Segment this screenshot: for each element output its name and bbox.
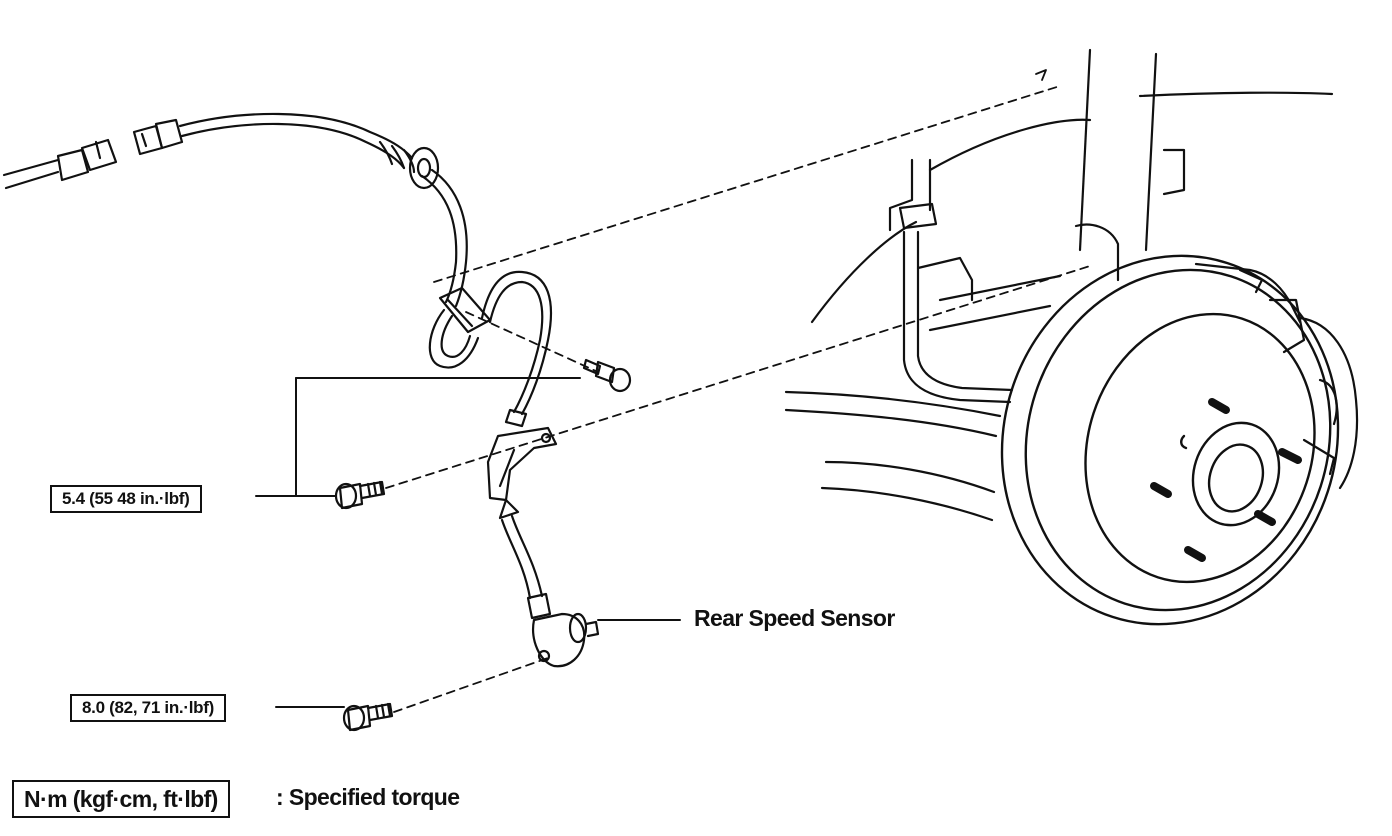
- upper-torque-value: 5.4 (55 48 in.·lbf): [62, 489, 190, 508]
- speed-sensor-icon: [532, 612, 600, 668]
- sensor-wire-harness: [178, 112, 552, 416]
- installation-guide-lines: [385, 85, 1091, 713]
- legend-torque-unit-box: N·m (kgf·cm, ft·lbf): [12, 780, 230, 818]
- sensor-harness-connector-icon: [132, 118, 184, 156]
- brake-caliper: [1194, 262, 1359, 490]
- bolt-icon: [334, 480, 386, 510]
- upper-torque-callout: 5.4 (55 48 in.·lbf): [50, 485, 202, 513]
- bolt-icon: [342, 702, 394, 732]
- bolt-icon: [582, 358, 632, 393]
- vehicle-harness-connector-icon: [2, 138, 118, 190]
- lower-torque-value: 8.0 (82, 71 in.·lbf): [82, 698, 214, 717]
- brake-disc-icon: [1000, 254, 1340, 626]
- vehicle-body-outline: [784, 48, 1334, 522]
- legend-torque-unit: N·m (kgf·cm, ft·lbf): [24, 786, 218, 812]
- arrow-head-icon: [1035, 69, 1047, 81]
- sensor-lead-wire: [500, 514, 552, 620]
- torque-leader-lines: [255, 377, 581, 708]
- sensor-bracket: [486, 408, 558, 520]
- legend-description: : Specified torque: [276, 784, 460, 810]
- rear-speed-sensor-label: Rear Speed Sensor: [694, 605, 895, 631]
- lower-torque-callout: 8.0 (82, 71 in.·lbf): [70, 694, 226, 722]
